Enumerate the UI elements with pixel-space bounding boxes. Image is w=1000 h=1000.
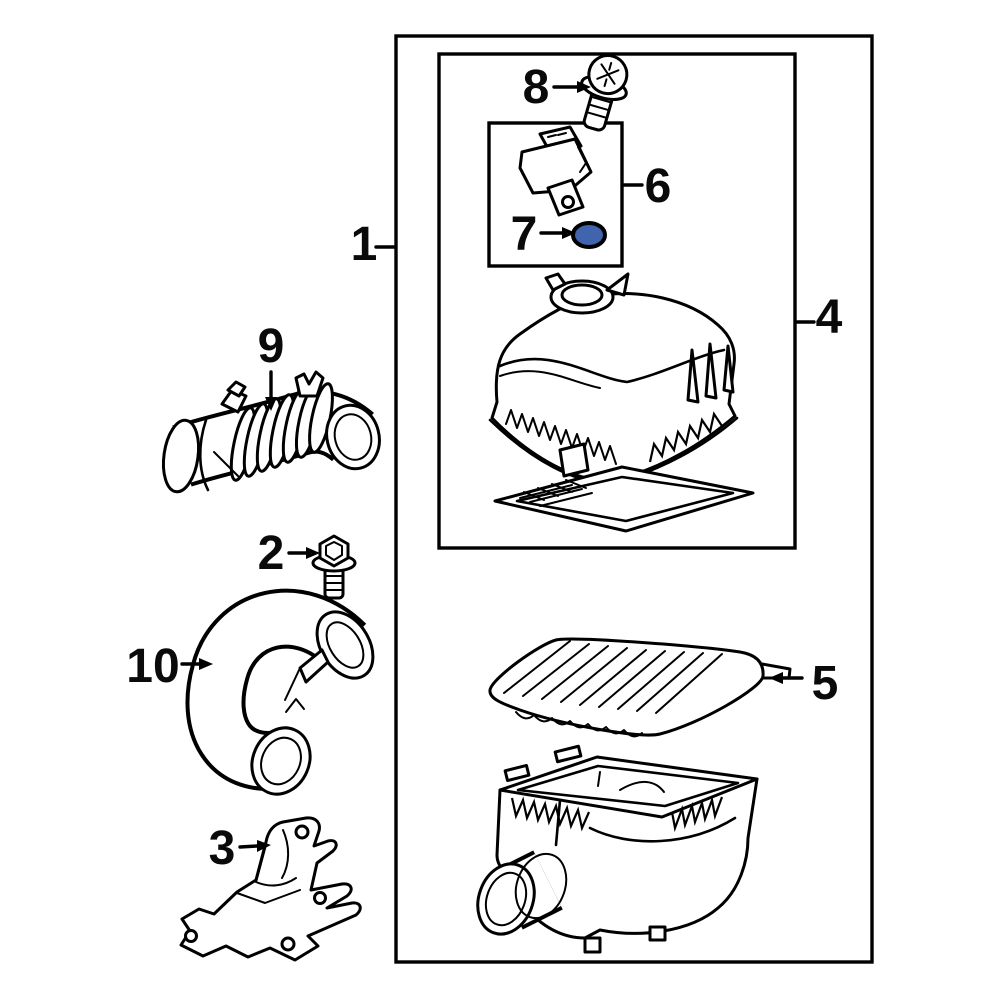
screw-drawing bbox=[580, 54, 629, 132]
assembly-box-4 bbox=[437, 52, 797, 550]
lower-housing-drawing bbox=[476, 744, 759, 954]
callout-8-arrowhead bbox=[577, 81, 591, 93]
callout-9-arrowhead bbox=[265, 397, 277, 411]
air-cleaner-cover-drawing bbox=[488, 272, 739, 484]
callout-1-label: 1 bbox=[351, 218, 378, 271]
bolt-drawing bbox=[311, 534, 357, 600]
callout-2-arrowhead bbox=[306, 547, 320, 559]
callout-8: 8 bbox=[523, 61, 591, 114]
callout-4-label: 4 bbox=[816, 291, 843, 344]
callout-7-arrowhead bbox=[562, 227, 576, 239]
callout-4: 4 bbox=[795, 291, 843, 344]
callout-3-arrowhead bbox=[257, 840, 271, 852]
intake-hose-drawing bbox=[161, 370, 381, 494]
callout-5-arrowhead bbox=[769, 672, 783, 684]
callout-5: 5 bbox=[769, 657, 838, 710]
callout-7: 7 bbox=[511, 208, 576, 261]
housing-inlet-snout bbox=[476, 850, 568, 936]
callout-8-label: 8 bbox=[523, 61, 550, 114]
o-ring-highlight bbox=[571, 221, 607, 249]
callout-10-arrowhead bbox=[199, 658, 213, 670]
callout-9-label: 9 bbox=[258, 320, 285, 373]
intake-duct-drawing bbox=[185, 588, 375, 796]
callout-6-label: 6 bbox=[645, 160, 672, 213]
callout-3-label: 3 bbox=[209, 822, 236, 875]
callout-10: 10 bbox=[126, 640, 213, 693]
callout-6: 6 bbox=[622, 160, 672, 213]
callout-7-label: 7 bbox=[511, 208, 538, 261]
assembly-box-6 bbox=[487, 121, 624, 268]
assembly-box-1 bbox=[394, 34, 874, 964]
air-filter-element-drawing bbox=[488, 637, 792, 738]
callout-9: 9 bbox=[258, 320, 285, 411]
callout-2-label: 2 bbox=[258, 527, 285, 580]
maf-sensor-drawing bbox=[518, 125, 593, 217]
callout-2: 2 bbox=[258, 527, 320, 580]
bracket-drawing bbox=[179, 816, 362, 962]
callout-3-leader bbox=[238, 844, 259, 849]
callout-5-label: 5 bbox=[812, 657, 839, 710]
callout-3: 3 bbox=[209, 822, 271, 875]
callout-1: 1 bbox=[351, 218, 397, 271]
callout-10-label: 10 bbox=[126, 640, 179, 693]
cover-gasket-drawing bbox=[493, 465, 755, 533]
